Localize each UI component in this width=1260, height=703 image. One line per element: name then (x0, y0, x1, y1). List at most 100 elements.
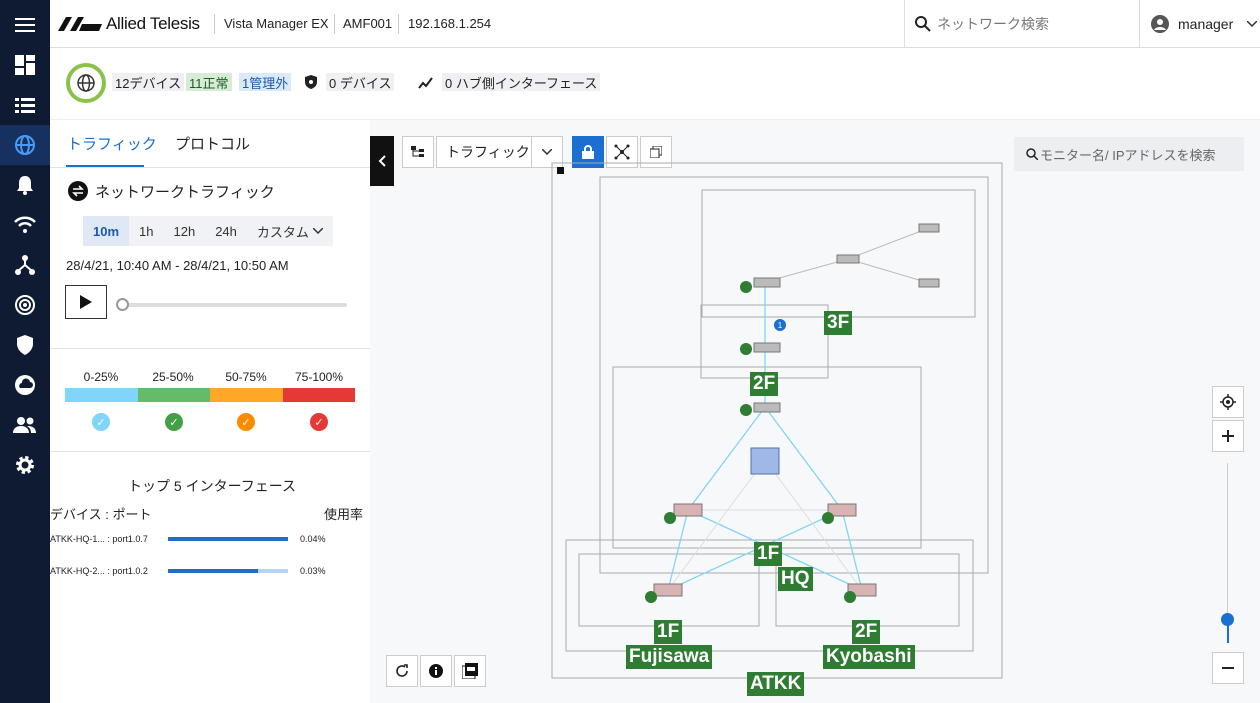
amf-controller-icon[interactable] (750, 447, 780, 475)
zoom-track[interactable] (1227, 463, 1228, 643)
range-custom[interactable]: カスタム (247, 216, 333, 246)
collapse-panel-button[interactable] (370, 136, 394, 186)
refresh-button[interactable] (386, 655, 418, 687)
topology-canvas[interactable]: トラフィック モニター名/ IPアドレスを検索 (370, 120, 1260, 703)
legend-label-1: 0-25% (83, 370, 119, 384)
device-count[interactable]: 12デバイス (112, 73, 185, 91)
zone-label-2f[interactable]: 2F (750, 372, 779, 396)
list-icon[interactable] (0, 85, 50, 125)
locate-button[interactable] (1212, 386, 1244, 418)
shield-icon[interactable] (0, 325, 50, 365)
range-10m[interactable]: 10m (83, 216, 130, 246)
check-icon: ✓ (92, 413, 110, 431)
account-icon (1151, 15, 1169, 33)
slider-handle[interactable] (116, 298, 129, 311)
topology-diagram: 1 (551, 162, 1003, 679)
gear-icon[interactable] (0, 445, 50, 485)
collapse-group-icon[interactable] (557, 167, 564, 174)
tab-protocol[interactable]: プロトコル (175, 136, 251, 153)
search-icon (1026, 148, 1038, 160)
zoom-level-fill (1227, 620, 1229, 643)
device-ip: 192.168.1.254 (408, 16, 492, 31)
side-nav (0, 0, 50, 703)
legend-bar-4 (283, 388, 355, 402)
range-text: 28/4/21, 10:40 AM - 28/4/21, 10:50 AM (66, 258, 289, 273)
zone-label-1f[interactable]: 1F (754, 542, 783, 566)
allied-telesis-logo-icon (58, 17, 102, 31)
play-button[interactable] (65, 285, 107, 319)
legend-bar-3 (210, 388, 283, 402)
topology-icon[interactable] (0, 245, 50, 285)
chevron-down-icon (312, 228, 323, 234)
info-button[interactable] (420, 655, 452, 687)
search-input[interactable]: ネットワーク検索 (937, 16, 1049, 32)
range-1h[interactable]: 1h (139, 223, 154, 239)
hierarchy-button[interactable] (402, 136, 434, 168)
zone-label-hq[interactable]: HQ (778, 567, 813, 591)
bell-icon[interactable] (0, 165, 50, 205)
zoom-in-button[interactable] (1212, 420, 1244, 452)
shield-device-count[interactable]: 0 デバイス (326, 73, 395, 91)
section-title: ネットワークトラフィック (95, 183, 275, 201)
user-menu[interactable]: manager (1139, 0, 1260, 48)
zone-label-atkk[interactable]: ATKK (747, 672, 805, 696)
zone-label-3f[interactable]: 3F (824, 311, 853, 335)
minus-icon (1222, 667, 1234, 669)
dashboard-icon[interactable] (0, 45, 50, 85)
monitor-search[interactable]: モニター名/ IPアドレスを検索 (1014, 137, 1244, 171)
check-icon: ✓ (237, 413, 255, 431)
monitor-search-input[interactable]: モニター名/ IPアドレスを検索 (1040, 147, 1216, 163)
notification-badge[interactable]: 1 (778, 321, 783, 330)
menu-icon[interactable] (0, 5, 50, 45)
tab-traffic[interactable]: トラフィック (67, 136, 157, 153)
col-device: デバイス : ポート (50, 507, 152, 522)
top5-title: トップ 5 インターフェース (128, 478, 297, 494)
wifi-icon[interactable] (0, 205, 50, 245)
refresh-icon (396, 664, 408, 677)
chevron-left-icon (378, 155, 386, 167)
zoom-handle[interactable] (1221, 613, 1234, 626)
swap-icon (68, 181, 88, 201)
time-range-selector: 10m 1h 12h 24h カスタム (83, 216, 333, 246)
table-row[interactable]: ATKK-HQ-1... : port1.0.7 0.04% (50, 533, 370, 547)
brand-logo[interactable]: Allied Telesis (58, 14, 200, 34)
trend-icon (418, 77, 433, 89)
info-icon (429, 664, 443, 678)
crosshair-icon (1220, 394, 1236, 410)
table-row[interactable]: ATKK-HQ-2... : port1.0.2 0.03% (50, 565, 370, 579)
hub-interface-count[interactable]: 0 ハブ側インターフェース (442, 73, 601, 91)
legend-label-3: 50-75% (225, 370, 267, 384)
zone-label-fujisawa[interactable]: Fujisawa (626, 645, 713, 669)
traffic-panel: トラフィック プロトコル ネットワークトラフィック 10m 1h 12h 24h… (50, 120, 370, 703)
normal-count[interactable]: 11正常 (186, 73, 232, 91)
zone-label-fujisawa-1f[interactable]: 1F (654, 620, 683, 644)
export-pdf-button[interactable] (454, 655, 486, 687)
device-name: AMF001 (343, 16, 393, 31)
cloud-icon[interactable] (0, 365, 50, 405)
radar-icon[interactable] (0, 285, 50, 325)
row-device: ATKK-HQ-2... : port1.0.2 (50, 566, 148, 576)
range-24h[interactable]: 24h (215, 223, 237, 239)
view-select-value: トラフィック (446, 144, 530, 160)
check-icon: ✓ (310, 413, 328, 431)
time-slider[interactable] (122, 303, 347, 307)
globe-icon[interactable] (0, 125, 50, 165)
zone-label-kyobashi-2f[interactable]: 2F (852, 620, 881, 644)
zone-label-kyobashi[interactable]: Kyobashi (823, 645, 915, 669)
range-custom-label: カスタム (256, 224, 309, 240)
search-icon (915, 16, 931, 32)
play-icon (80, 295, 92, 309)
active-tab-indicator (66, 165, 144, 167)
lock-icon (582, 145, 594, 159)
username: manager (1178, 16, 1234, 32)
view-select[interactable]: トラフィック (436, 136, 532, 168)
users-icon[interactable] (0, 405, 50, 445)
pdf-icon (462, 663, 478, 679)
zoom-out-button[interactable] (1212, 652, 1244, 684)
network-layout-icon (614, 144, 630, 160)
unmanaged-count[interactable]: 1管理外 (239, 73, 292, 91)
copy-icon (650, 146, 662, 158)
row-usage: 0.03% (300, 566, 326, 576)
network-search[interactable]: ネットワーク検索 (904, 0, 1140, 48)
range-12h[interactable]: 12h (173, 223, 196, 239)
